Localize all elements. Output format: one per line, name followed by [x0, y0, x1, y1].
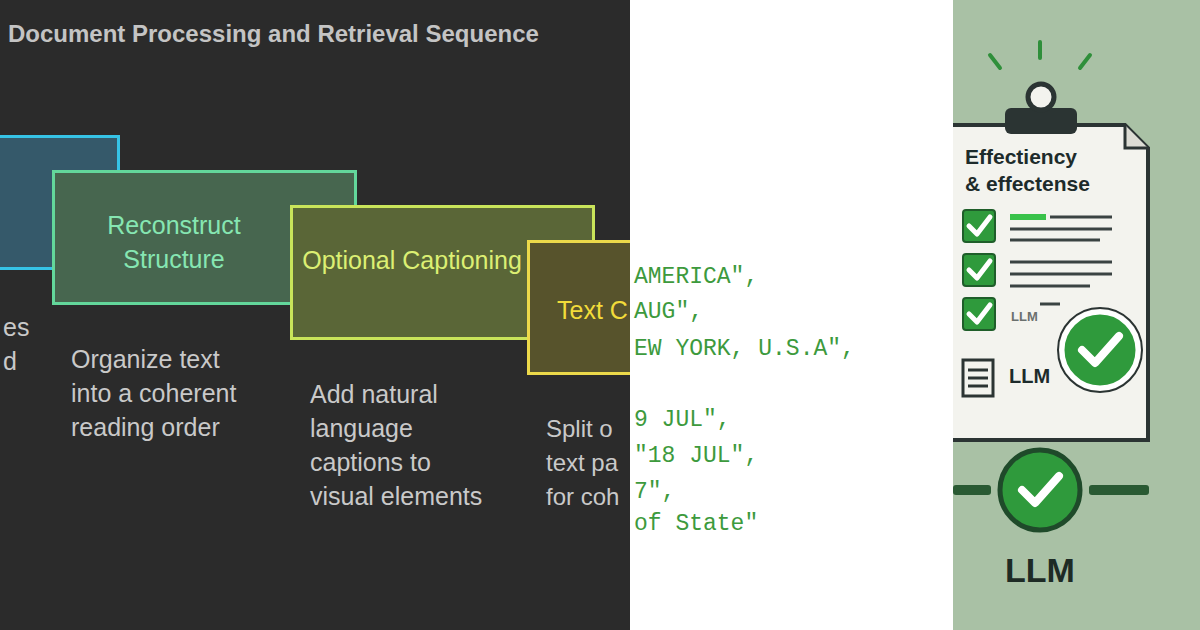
box-description: Add natural language captions to visual …: [310, 377, 498, 513]
ribbon-box: Text CSplit o text pa for coh: [527, 240, 630, 375]
code-line: AMERICA",: [634, 263, 758, 291]
diagram-title: Document Processing and Retrieval Sequen…: [8, 20, 539, 48]
box-description: Organize text into a coherent reading or…: [71, 342, 261, 444]
code-line: "18 JUL",: [634, 442, 758, 470]
illustration-label: Effectiency: [965, 145, 1077, 168]
code-line: 9 JUL",: [634, 406, 731, 434]
box-heading: Text C: [557, 293, 628, 327]
box-heading: Optional Captioning: [293, 243, 531, 277]
dark-panel: Document Processing and Retrieval Sequen…: [0, 0, 630, 630]
box-description: Split o text pa for coh: [546, 412, 630, 514]
box-heading: Reconstruct Structure: [55, 208, 293, 276]
illustration-label: LLM: [1005, 552, 1075, 589]
illustration-label: LLM: [1009, 365, 1050, 387]
code-panel: AMERICA", AUG", EW YORK, U.S.A", 9 JUL", "18…: [630, 0, 953, 630]
code-line: EW YORK, U.S.A",: [634, 335, 855, 363]
illustration-label: & effectense: [965, 172, 1090, 195]
code-line: 7",: [634, 478, 675, 506]
box-description: es d: [3, 310, 37, 378]
illustration-label: LLM: [1011, 310, 1038, 324]
illustration-panel: Effectiency & effectenseLLM LLM LLM: [953, 0, 1200, 630]
code-line: of State": [634, 510, 758, 538]
clipboard-illustration: [953, 0, 1200, 630]
code-line: AUG",: [634, 298, 703, 326]
